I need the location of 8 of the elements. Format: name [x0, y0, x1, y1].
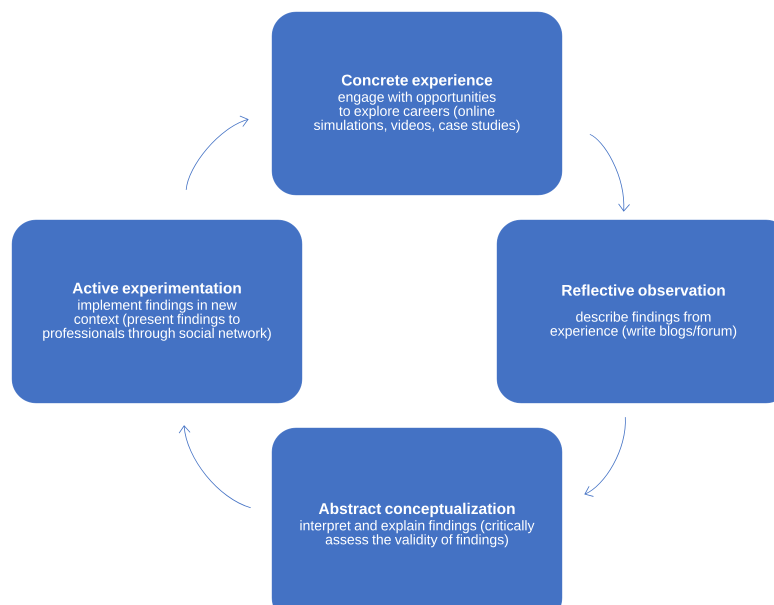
- arrow: [178, 425, 252, 508]
- process-box: Concrete experience engage with opportunities to explore careers (online simulations, videos, case studies): [272, 12, 562, 196]
- arrow: [589, 134, 630, 212]
- process-box: Reflective observation describe findings from experience (write blogs/forum): [496, 220, 774, 404]
- process-box: Active experimentation implement findings in new context (present findings to professionals through social network): [12, 220, 302, 404]
- arrow: [584, 416, 626, 497]
- arrow: [186, 116, 249, 190]
- process-box: Abstract conceptualization interpret and explain findings (critically assess the validity of findings): [272, 428, 562, 605]
